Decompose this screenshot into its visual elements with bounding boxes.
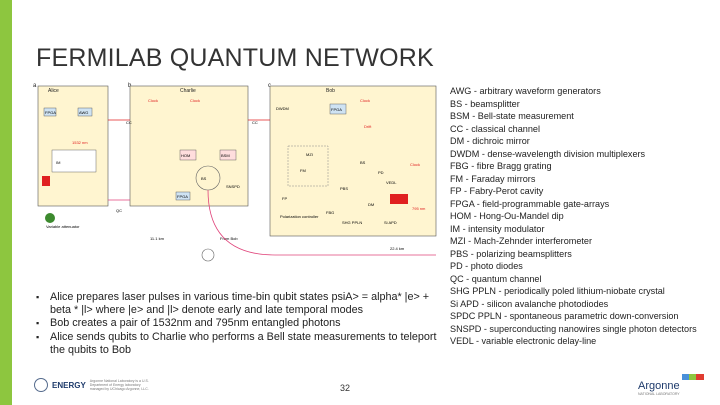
vedl-label: VEDL — [386, 180, 397, 185]
clock-a-label: Clock — [148, 98, 158, 103]
legend-item: SNSPD - superconducting nanowires single… — [450, 323, 697, 334]
legend-item: Si APD - silicon avalanche photodiodes — [450, 298, 609, 309]
laser-icon — [390, 194, 408, 204]
legend-item: CC - classical channel — [450, 123, 540, 134]
alice-panel: a Alice FPGA AWG IM 1532 nm Variable att… — [33, 83, 109, 229]
hom-label: HOM — [181, 153, 190, 158]
legend-item: QC - quantum channel — [450, 273, 542, 284]
legend-item: FP - Fabry-Perot cavity — [450, 186, 544, 196]
bullet-item: Alice sends qubits to Charlie who perfor… — [36, 331, 452, 357]
argonne-logo: Argonne NATIONAL LABORATORY — [638, 374, 704, 396]
doe-name: ENERGY — [52, 380, 86, 390]
legend-item: PD - photo diodes — [450, 261, 523, 271]
legend-item: SPDC PPLN - spontaneous parametric down-… — [450, 311, 679, 321]
im-label: IM — [56, 160, 60, 165]
doe-seal-icon — [34, 378, 48, 392]
pd-label: PD — [378, 170, 384, 175]
cc-label-b: CC — [252, 120, 258, 125]
ppln-label: SHG PPLN — [342, 220, 362, 225]
channels: CC CC QC BS PBS FP Drift — [108, 119, 436, 262]
legend-item: PBS - polarizing beamsplitters — [450, 248, 572, 259]
legend-item: DWDM - dense-wavelength division multipl… — [450, 148, 646, 159]
legend-item: FM - Faraday mirrors — [450, 173, 536, 184]
dwdm-label: DWDM — [276, 106, 289, 111]
awg-label: AWG — [79, 110, 88, 115]
fiber-spool-icon — [201, 248, 215, 262]
bs-label-bob: BS — [360, 160, 366, 165]
bsm-label: BSM — [221, 153, 230, 158]
fpga-b-label: FPGA — [177, 194, 188, 199]
network-diagram: a Alice FPGA AWG IM 1532 nm Variable att… — [30, 80, 442, 280]
argonne-sub: NATIONAL LABORATORY — [638, 392, 680, 396]
km-b-label: 22.4 km — [390, 246, 405, 251]
qc-label: QC — [116, 208, 122, 213]
pbs-label: PBS — [340, 186, 348, 191]
bullet-list: Alice prepares laser pulses in various t… — [36, 291, 452, 357]
page-number: 32 — [340, 383, 351, 393]
var-att-label: Variable attenuator — [46, 224, 80, 229]
snspd-label: SNSPD — [226, 184, 240, 189]
fpga-label: FPGA — [45, 110, 56, 115]
legend-item: SHG PPLN - periodically poled lithium-ni… — [450, 286, 665, 296]
alice-title: Alice — [48, 88, 59, 94]
dm-label: DM — [368, 202, 374, 207]
from-bob-label: From Bob — [220, 236, 238, 241]
clock-c-label: Clock — [360, 98, 370, 103]
legend-item: DM - dichroic mirror — [450, 136, 530, 146]
poln-ctrl-label: Polarization controller — [280, 214, 319, 219]
legend-item: MZI - Mach-Zehnder interferometer — [450, 236, 593, 246]
panel-label-a: a — [33, 83, 37, 89]
bullet-item: Bob creates a pair of 1532nm and 795nm e… — [36, 317, 452, 330]
legend-item: BS - beamsplitter — [450, 98, 520, 109]
bob-panel: c Bob DWDM FPGA Clock Clock MZI FM PD VE… — [268, 83, 437, 251]
clock-b-label: Clock — [190, 98, 200, 103]
fpga-c-label: FPGA — [331, 107, 342, 112]
bullet-item: Alice prepares laser pulses in various t… — [36, 291, 452, 317]
legend-item: HOM - Hong-Ou-Mandel dip — [450, 211, 564, 221]
slide-title: FERMILAB QUANTUM NETWORK — [36, 44, 434, 72]
fbg-label: FBG — [326, 210, 334, 215]
argonne-mark-icon — [682, 374, 704, 380]
clock-d-label: Clock — [410, 162, 420, 167]
bs-label: BS — [201, 176, 207, 181]
sipd-label: Si APD — [384, 220, 397, 225]
fibre-b-label: 795 nm — [412, 206, 426, 211]
legend-item: IM - intensity modulator — [450, 223, 545, 234]
km-a-label: 11.1 km — [150, 236, 165, 241]
legend-item: FBG - fibre Bragg grating — [450, 161, 552, 171]
drift-label: Drift — [364, 124, 372, 129]
panel-label-c: c — [268, 83, 271, 89]
fm-label: FM — [300, 168, 306, 173]
argonne-name: Argonne — [638, 380, 680, 392]
charlie-title: Charlie — [180, 88, 196, 94]
accent-bar — [0, 0, 12, 405]
legend-item: FPGA - field-programmable gate-arrays — [450, 198, 610, 209]
doe-logo: ENERGY Argonne National Laboratory is a … — [34, 378, 150, 392]
legend-item: VEDL - variable electronic delay-line — [450, 336, 597, 346]
bob-title: Bob — [326, 88, 335, 94]
doe-fine-print: Argonne National Laboratory is a U.S. De… — [89, 379, 149, 391]
charlie-panel: b Charlie Clock Clock HOM BSM BS FPGA SN… — [128, 83, 249, 241]
cc-label-a: CC — [126, 120, 132, 125]
legend-item: BSM - Bell-state measurement — [450, 111, 574, 121]
acronym-legend: AWG - arbitrary waveform generators BS -… — [450, 85, 718, 348]
legend-item: AWG - arbitrary waveform generators — [450, 86, 601, 96]
fp-label: FP — [282, 196, 287, 201]
attenuator-icon — [45, 213, 55, 223]
mzi-label: MZI — [306, 152, 313, 157]
fibre-a-label: 1532 nm — [72, 140, 88, 145]
